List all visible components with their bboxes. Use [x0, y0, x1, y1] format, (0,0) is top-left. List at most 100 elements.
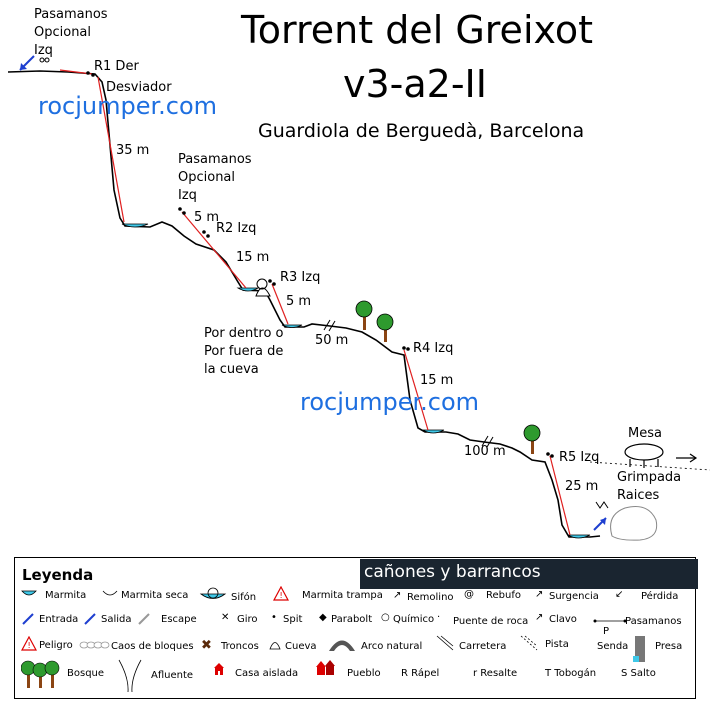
piton-icon: ↗: [535, 612, 544, 623]
track-icon: [520, 635, 538, 651]
legend-item: Pueblo: [347, 668, 381, 679]
label-r5: R5 Izq: [559, 450, 600, 465]
label-len-5a: 5 m: [194, 210, 220, 225]
tree-icon: [523, 424, 541, 454]
rappel-r5: [549, 455, 571, 536]
pool-2: [236, 287, 260, 292]
entry-arrow-icon: [22, 613, 34, 625]
legend-item: Escape: [161, 614, 197, 625]
spring-icon: ↗: [535, 589, 544, 600]
exit-arrow-icon: [593, 517, 607, 531]
legend-item: Sifón: [231, 592, 257, 603]
legend-item: R Rápel: [401, 668, 440, 679]
label-pasamanos-1: Pasamanos Opcional Izq: [34, 7, 108, 58]
legend-item: Giro: [237, 614, 258, 625]
danger-icon: !: [21, 636, 37, 651]
cave-icon: [255, 278, 271, 297]
label-len-15b: 15 m: [420, 373, 454, 388]
legend-item: Marmita: [45, 590, 87, 601]
title-line-1: Torrent del Greixot: [241, 8, 593, 52]
legend-item: Rebufo: [486, 590, 521, 601]
legend-item: Pista: [545, 639, 569, 650]
handrail-icon: [593, 619, 627, 623]
chemical-anchor-icon: ○: [381, 612, 390, 623]
p-mark: P: [603, 626, 610, 637]
rappel-r2: [181, 211, 247, 289]
label-pasamanos-2: Pasamanos Opcional Izq: [178, 152, 252, 203]
house-icon: [214, 663, 224, 675]
entrance-arrow-icon: [19, 55, 35, 71]
dry-pool-icon: [102, 590, 118, 596]
label-r3: R3 Izq: [280, 270, 321, 285]
label-mesa: Mesa: [628, 426, 662, 441]
rappel-r4: [403, 349, 429, 431]
legend-item: Salida: [101, 614, 132, 625]
legend-item: Troncos: [221, 641, 259, 652]
legend-item: Presa: [655, 641, 683, 652]
parabolt-icon: ◆: [319, 612, 327, 623]
forest-icon: [21, 660, 60, 688]
label-len-100: 100 m: [464, 444, 506, 459]
legend-item: Puente de roca: [453, 616, 529, 627]
legend-item: Surgencia: [549, 591, 599, 602]
legend-item: Parabolt: [331, 614, 373, 625]
legend-box: Leyenda cañones y barrancos Marmita Marm…: [14, 557, 698, 699]
tree-icon: [376, 313, 394, 342]
scramble-icon: [595, 501, 609, 509]
village-icon: [316, 660, 335, 675]
svg-text:!: !: [28, 641, 31, 650]
label-len-25: 25 m: [565, 479, 599, 494]
svg-text:!: !: [280, 591, 283, 600]
legend-item: Bosque: [67, 668, 105, 679]
legend-item: Remolino: [407, 592, 454, 603]
pool-1: [121, 223, 149, 228]
location-subtitle: Guardiola de Berguedà, Barcelona: [258, 120, 585, 142]
exit-arrow-legend-icon: [84, 613, 96, 625]
label-desviador: Desviador: [106, 80, 172, 95]
label-len-50: 50 m: [315, 333, 349, 348]
anchors: [86, 71, 554, 458]
canyon-profile: [7, 70, 601, 538]
pools: [121, 223, 591, 539]
label-r2: R2 Izq: [216, 221, 257, 236]
brand-banner: cañones y barrancos: [360, 559, 698, 589]
label-r1: R1 Der: [94, 59, 139, 74]
pool-icon: [21, 590, 37, 596]
mesa-icon: [624, 443, 664, 468]
legend-item: Caos de bloques: [111, 641, 194, 652]
tree-icon: [355, 300, 373, 330]
legend-item: Marmita trampa: [302, 590, 383, 601]
legend-item: Peligro: [39, 640, 73, 651]
section-break-100: [481, 435, 494, 448]
brand-text: cañones y barrancos: [364, 562, 541, 582]
label-cueva-note: Por dentro o Por fuera de la cueva: [204, 326, 284, 377]
handrail-mark-icon: [39, 57, 50, 63]
section-break-50: [323, 319, 336, 332]
legend-item: Clavo: [549, 614, 577, 625]
road-icon: [436, 635, 454, 651]
spit-icon: •: [271, 612, 277, 623]
pool-3: [281, 324, 303, 328]
legend-item: Spit: [283, 614, 303, 625]
boulder-chaos-icon: [79, 641, 110, 649]
pool-5: [566, 534, 591, 539]
sink-icon: ↙: [615, 589, 624, 600]
watermark-1: rocjumper.com: [38, 92, 218, 120]
rappel-r3: [271, 283, 289, 325]
right-arrow-icon: [676, 453, 698, 463]
legend-item: Cueva: [285, 641, 317, 652]
canyon-topo-diagram: [7, 55, 711, 541]
title-line-2: v3-a2-II: [343, 62, 487, 106]
legend-item: Químico: [393, 614, 435, 625]
legend-title: Leyenda: [22, 566, 94, 584]
logs-icon: ✖: [201, 638, 212, 653]
tributary-icon: [118, 659, 142, 693]
dam-icon: [633, 636, 645, 662]
siphon-icon: [199, 587, 227, 599]
rock-bridge-icon: ·: [437, 612, 441, 623]
legend-item: Marmita seca: [121, 590, 189, 601]
natural-arch-icon: [329, 640, 355, 651]
legend-item: Entrada: [39, 614, 79, 625]
watermark-2: rocjumper.com: [300, 388, 480, 416]
turn-icon: ✕: [221, 612, 230, 623]
